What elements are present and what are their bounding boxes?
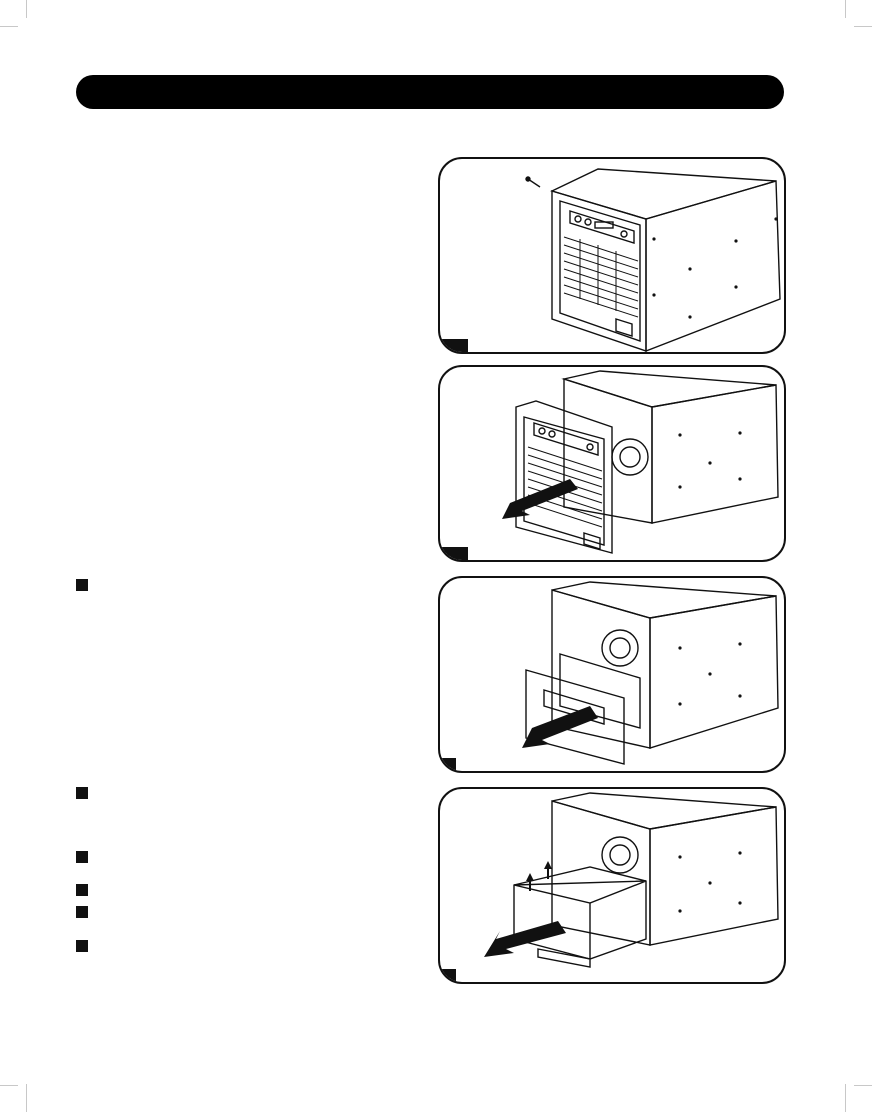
figure-tab-1 <box>440 339 468 352</box>
figure-tab-2 <box>440 547 468 560</box>
step-bullet-6 <box>76 940 88 952</box>
figure-remove-battery <box>438 787 786 984</box>
panel-removal-illustration <box>522 581 779 765</box>
bezel-removal-illustration <box>502 370 779 554</box>
figure-tab-4 <box>440 969 456 982</box>
crop-mark-tl-v <box>26 0 27 18</box>
step-bullet-2 <box>76 787 88 799</box>
figure-remove-panel <box>438 576 786 773</box>
crop-mark-tr-v <box>845 0 846 18</box>
lift-arrow-icon <box>526 873 534 891</box>
crop-mark-tl-h <box>0 26 18 27</box>
crop-mark-br-v <box>845 1084 846 1112</box>
figure-remove-bezel <box>438 365 786 562</box>
figure-tab-3 <box>440 758 456 771</box>
figure-remove-screw <box>438 157 786 354</box>
battery-removal-illustration <box>484 792 779 968</box>
crop-mark-bl-v <box>26 1084 27 1112</box>
crop-mark-br-h <box>854 1085 872 1086</box>
crop-mark-bl-h <box>0 1085 18 1086</box>
step-bullet-1 <box>76 579 88 591</box>
step-bullet-4 <box>76 884 88 896</box>
lift-arrow-icon <box>544 861 552 879</box>
pull-arrow-icon <box>484 921 566 957</box>
pull-arrow-icon <box>502 479 578 519</box>
step-bullet-5 <box>76 906 88 918</box>
crop-mark-tr-h <box>854 26 872 27</box>
pull-arrow-icon <box>522 706 598 748</box>
ups-front-illustration <box>525 168 781 352</box>
step-bullet-3 <box>76 851 88 863</box>
section-header-bar <box>76 75 784 109</box>
